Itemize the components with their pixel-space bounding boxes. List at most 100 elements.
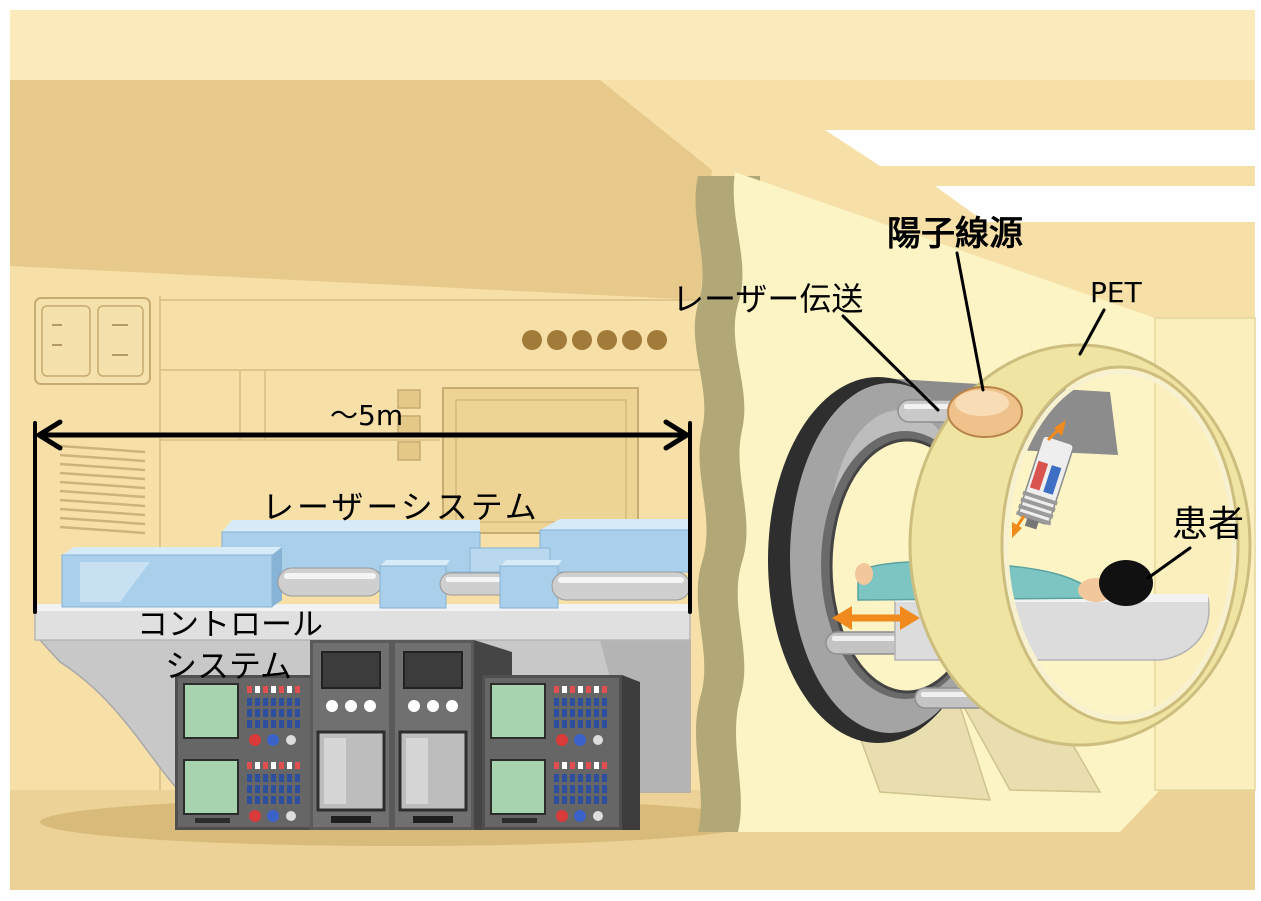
cabinet-switch (255, 785, 260, 793)
cabinet-switch (287, 709, 292, 717)
cabinet-indicator-light (247, 686, 252, 693)
proton-source-label: 陽子線源 (887, 214, 1023, 254)
vent-slat (59, 516, 146, 526)
nozzle-arrow-down-icon (1012, 522, 1022, 538)
left-ceiling (10, 80, 712, 300)
cabinet-switch (279, 720, 284, 728)
cabinet-switch (287, 796, 292, 804)
cabinet-switch (586, 709, 591, 717)
cabinet-display (321, 651, 381, 689)
vent-slat (59, 453, 146, 463)
laser-box-side (272, 547, 282, 607)
cabinet-switch (570, 785, 575, 793)
cabinet-side (622, 675, 640, 830)
cabinet-switch (271, 785, 276, 793)
laser-box-top (380, 560, 450, 566)
cabinet-switch (295, 774, 300, 782)
laser-box (499, 565, 559, 609)
cabinet-switch (594, 698, 599, 706)
cabinet-indicator-light (586, 762, 591, 769)
cabinet-switch (247, 796, 252, 804)
cabinet-switch (295, 698, 300, 706)
left-wall (34, 296, 700, 792)
cabinet-indicator-light (594, 686, 599, 693)
cabinet-display (403, 651, 463, 689)
proton-source-leader (955, 251, 985, 392)
pet-ring-inner-edge (1003, 369, 1237, 721)
laser-box-top (500, 560, 562, 566)
cabinet-switch (255, 796, 260, 804)
cabinet-switch (586, 785, 591, 793)
cabinet-knob (249, 734, 261, 746)
cabinet-knob (267, 810, 279, 822)
cabinet-indicator-light (295, 762, 300, 769)
wall-indicator-dots (522, 330, 667, 350)
vent-slat (59, 471, 146, 481)
cabinet-switch (602, 796, 607, 804)
control-system-label-line1: コントロール (137, 607, 323, 643)
cabinet-knob (249, 810, 261, 822)
vent-slat (59, 498, 146, 508)
cabinet-switch (570, 698, 575, 706)
cabinet-screen (183, 683, 239, 739)
cabinet-switch (570, 720, 575, 728)
cabinet-indicator (446, 700, 458, 712)
nozzle-arrow-up-shaft (1046, 426, 1062, 442)
cabinet-slot (413, 816, 453, 823)
laser-system-label: レーザーシステム (262, 488, 540, 526)
cabinet-switch (247, 698, 252, 706)
cabinet-indicator-light (295, 686, 300, 693)
cabinet-switch (578, 785, 583, 793)
cabinet-switch (602, 774, 607, 782)
cabinet-switch (247, 720, 252, 728)
laser-transport-leader (841, 314, 940, 412)
cabinet-switch (562, 785, 567, 793)
cabinet-indicator (408, 700, 420, 712)
cabinet-switch (247, 774, 252, 782)
laser-beam-pipe (277, 567, 383, 597)
patient-head (1099, 560, 1153, 606)
cabinet-indicator-light (578, 762, 583, 769)
vent-slat (59, 480, 146, 490)
indicator-dot (647, 330, 667, 350)
cabinet-switch (263, 720, 268, 728)
cabinet-knob (574, 734, 586, 746)
cabinet-indicator-light (586, 686, 591, 693)
pet-leader (1078, 308, 1106, 356)
cabinet-switch (570, 709, 575, 717)
cabinet-switch (279, 774, 284, 782)
cabinet-switch (271, 698, 276, 706)
nozzle-motion-arrows (1012, 420, 1066, 538)
cabinet-switch (271, 796, 276, 804)
cabinet-switch (247, 785, 252, 793)
cabinet-indicator-light (602, 762, 607, 769)
cabinet-switch (287, 698, 292, 706)
cabinet-indicator (326, 700, 338, 712)
indicator-dot (572, 330, 592, 350)
nozzle-coil (1018, 503, 1054, 519)
motion-arrow-head-right (900, 606, 920, 630)
cabinet-screen (490, 683, 546, 739)
top-band (10, 10, 1255, 80)
indicator-dot (547, 330, 567, 350)
laser-box-top (62, 547, 282, 555)
cabinet-switch (594, 774, 599, 782)
cabinet-switch (255, 774, 260, 782)
wall-outlet-box (34, 297, 151, 385)
cabinet-switch (554, 720, 559, 728)
cabinet-switch (578, 796, 583, 804)
laser-box (539, 529, 691, 573)
patient-label: 患者 (1172, 504, 1244, 545)
cabinet-switch (562, 709, 567, 717)
cabinet-screen (490, 759, 546, 815)
cabinet-switch (271, 774, 276, 782)
cabinet-indicator-light (255, 762, 260, 769)
cabinet-knob (556, 734, 568, 746)
vent-slat (59, 489, 146, 499)
cabinet-switch (263, 698, 268, 706)
nozzle-tip (1024, 518, 1039, 530)
cabinet-knob (593, 735, 603, 745)
cabinet-screen (183, 759, 239, 815)
cabinet-switch (602, 785, 607, 793)
